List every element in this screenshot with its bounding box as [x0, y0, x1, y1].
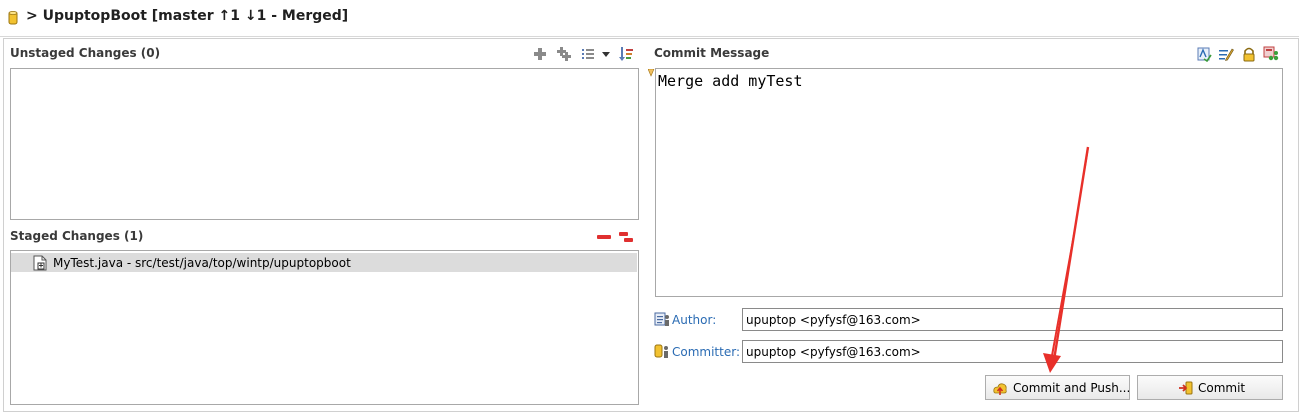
commit-message-title: Commit Message	[654, 46, 770, 60]
stage-selected-icon[interactable]	[532, 46, 548, 62]
author-icon	[654, 312, 669, 326]
committer-icon	[654, 344, 668, 358]
commit-message-editor[interactable]	[655, 68, 1283, 297]
push-icon	[993, 383, 1007, 395]
commit-button[interactable]: Commit	[1137, 375, 1283, 400]
staged-changes-title: Staged Changes (1)	[10, 229, 144, 243]
unstage-selected-icon[interactable]	[596, 229, 612, 245]
java-file-icon	[33, 255, 47, 271]
header-divider	[0, 36, 1299, 37]
change-id-icon[interactable]	[1263, 46, 1279, 62]
unstaged-changes-title: Unstaged Changes (0)	[10, 46, 161, 60]
spell-check-icon[interactable]	[1196, 46, 1212, 62]
sign-off-lock-icon[interactable]	[1241, 46, 1257, 62]
content-assist-marker-icon	[648, 69, 655, 77]
staged-changes-list[interactable]	[10, 250, 639, 405]
repository-title: > UpuptopBoot [master ↑1 ↓1 - Merged]	[26, 8, 349, 24]
committer-value: upuptop <pyfysf@163.com>	[746, 345, 921, 359]
unstaged-changes-list[interactable]	[10, 68, 639, 220]
commit-message-text[interactable]: Merge add myTest	[658, 72, 803, 90]
repository-icon	[8, 10, 18, 25]
commit-and-push-button[interactable]: Commit and Push...	[985, 375, 1130, 400]
amend-edit-icon[interactable]	[1218, 46, 1234, 62]
view-menu-chevron-icon[interactable]	[600, 46, 612, 62]
list-item[interactable]	[11, 253, 637, 272]
author-field[interactable]	[742, 308, 1283, 331]
committer-field[interactable]	[742, 340, 1283, 363]
commit-label: Commit	[1198, 381, 1246, 395]
committer-label[interactable]: Committer:	[672, 345, 740, 359]
commit-and-push-label: Commit and Push...	[1013, 381, 1131, 395]
commit-icon	[1179, 381, 1193, 395]
unstage-all-icon[interactable]	[618, 229, 634, 245]
author-value: upuptop <pyfysf@163.com>	[746, 313, 921, 327]
staged-file-label: MyTest.java - src/test/java/top/wintp/up…	[53, 256, 351, 270]
presentation-list-icon[interactable]	[580, 46, 596, 62]
sort-icon[interactable]	[618, 46, 634, 62]
author-label[interactable]: Author:	[672, 313, 717, 327]
stage-all-icon[interactable]	[556, 46, 572, 62]
staging-header	[0, 0, 1299, 36]
